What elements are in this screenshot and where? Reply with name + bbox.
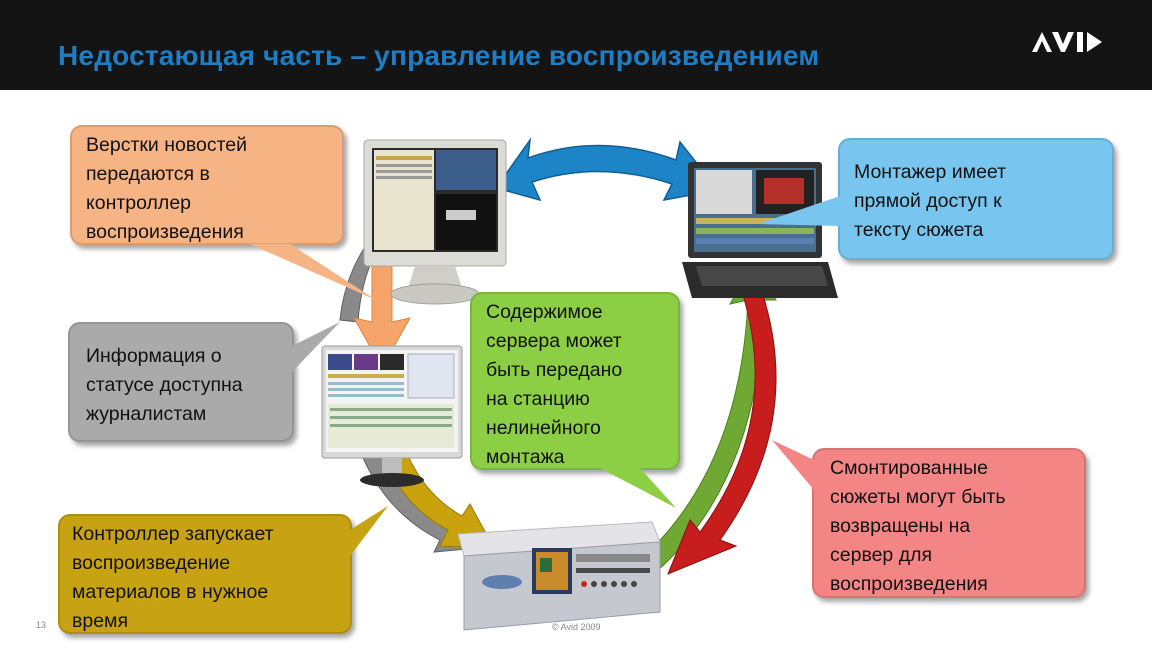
callout-text: Смонтированные сюжеты могут быть возвращ…	[830, 457, 1006, 595]
callout-controller-playback: Контроллер запускает воспроизведение мат…	[58, 514, 352, 634]
callout-text: Монтажер имеет прямой доступ к тексту сю…	[854, 161, 1007, 241]
copyright-text: © Avid 2009	[552, 622, 601, 632]
callout-rundowns-to-controller: Верстки новостей передаются в контроллер…	[70, 125, 344, 245]
callout-text: Верстки новостей передаются в контроллер…	[86, 134, 248, 243]
callout-text: Информация о статусе доступна журналиста…	[86, 345, 243, 425]
slide-number: 13	[36, 620, 47, 630]
editing-laptop-icon	[682, 162, 838, 298]
red-arrow	[667, 285, 777, 575]
callout-server-content-transfer: Содержимое сервера может быть передано н…	[470, 292, 680, 470]
callout-text: Содержимое сервера может быть передано н…	[486, 301, 623, 468]
callout-text: Контроллер запускает воспроизведение мат…	[72, 523, 274, 632]
status-monitor-icon	[321, 345, 463, 487]
callout-editor-script-access: Монтажер имеет прямой доступ к тексту сю…	[838, 138, 1114, 260]
callout-status-info: Информация о статусе доступна журналиста…	[68, 322, 294, 442]
slide-title: Недостающая часть – управление воспроизв…	[58, 40, 820, 71]
newsroom-monitor-icon	[363, 139, 507, 305]
callout-edited-stories-return: Смонтированные сюжеты могут быть возвращ…	[812, 448, 1086, 598]
header-bar	[0, 0, 1152, 90]
video-server-icon	[457, 521, 661, 631]
avid-logo	[1032, 32, 1102, 52]
